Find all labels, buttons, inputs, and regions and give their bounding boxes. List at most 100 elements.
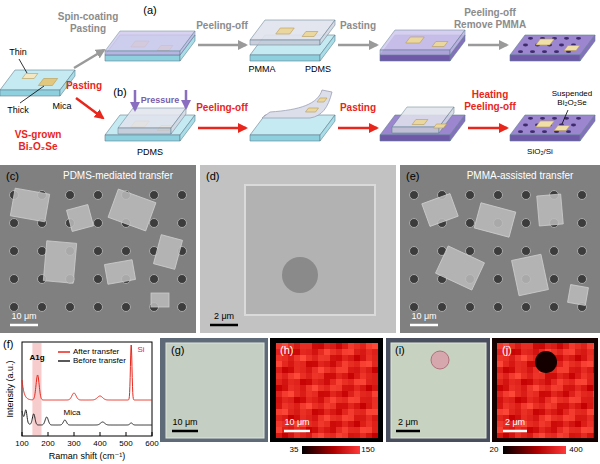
raman-map-pixel xyxy=(330,349,336,355)
raman-map-pixel xyxy=(312,391,318,397)
raman-map-pixel xyxy=(575,355,581,361)
raman-map-pixel xyxy=(515,343,521,349)
raman-map-pixel xyxy=(545,421,551,427)
raman-map-pixel xyxy=(545,343,551,349)
raman-map-pixel xyxy=(282,385,288,391)
raman-map-pixel xyxy=(515,349,521,355)
raman-map xyxy=(270,338,383,442)
raman-map-pixel xyxy=(372,367,378,373)
raman-map-pixel xyxy=(545,397,551,403)
raman-map-pixel xyxy=(569,433,575,438)
sio2-si-substrate xyxy=(380,55,450,61)
scale-label: 10 μm xyxy=(411,311,436,321)
raman-map-pixel xyxy=(366,433,372,438)
step-label: Spin-coating Pasting xyxy=(53,11,123,34)
substrate-hole xyxy=(410,191,419,200)
raman-map-pixel xyxy=(342,397,348,403)
raman-map-pixel xyxy=(342,391,348,397)
raman-map-pixel xyxy=(557,385,563,391)
leader-line xyxy=(562,110,568,124)
raman-map-pixel xyxy=(521,391,527,397)
tick-label: 500 xyxy=(119,439,132,448)
tick-label: 400 xyxy=(93,439,106,448)
raman-map-pixel xyxy=(539,391,545,397)
raman-map-pixel xyxy=(276,409,282,415)
tick-label: 600 xyxy=(145,439,158,448)
raman-map-pixel xyxy=(288,403,294,409)
raman-map-pixel xyxy=(360,361,366,367)
raman-map-pixel xyxy=(587,367,593,373)
bi2o2se-flake xyxy=(422,194,458,227)
raman-map-pixel xyxy=(288,361,294,367)
panel-letter: (h) xyxy=(280,344,293,357)
axis-tick xyxy=(126,432,127,436)
annotation: PMMA-assisted transfer xyxy=(467,170,574,182)
raman-map-pixel xyxy=(336,421,342,427)
scale-bar xyxy=(210,324,238,327)
raman-map-pixel xyxy=(587,415,593,421)
raman-map-pixel xyxy=(581,409,587,415)
raman-map-pixel xyxy=(503,361,509,367)
raman-map-pixel xyxy=(276,433,282,438)
pdms-stamp xyxy=(439,107,454,133)
axis-title: Intensity (a.u.) xyxy=(5,360,15,417)
raman-map-pixel xyxy=(276,379,282,385)
substrate-hole xyxy=(518,50,523,53)
raman-map-pixel xyxy=(330,361,336,367)
raman-map-pixel xyxy=(569,385,575,391)
raman-map-pixel xyxy=(336,391,342,397)
raman-map-pixel xyxy=(336,385,342,391)
substrate-hole xyxy=(571,124,576,127)
pmma-layer xyxy=(105,31,195,51)
raman-map-pixel xyxy=(593,349,594,355)
axis-tick xyxy=(100,432,101,436)
raman-map-pixel xyxy=(372,361,378,367)
raman-map-pixel xyxy=(503,385,509,391)
bi2o2se-flake xyxy=(391,343,486,438)
raman-map-pixel xyxy=(581,427,587,433)
sem-image xyxy=(200,165,396,333)
substrate-hole xyxy=(523,44,528,47)
substrate-hole xyxy=(466,247,475,256)
raman-map-pixel xyxy=(366,361,372,367)
scale-label: 10 μm xyxy=(11,311,36,321)
raman-map-pixel xyxy=(342,349,348,355)
raman-map-pixel xyxy=(372,349,378,355)
raman-map-pixel xyxy=(587,403,593,409)
raman-map-pixel xyxy=(318,367,324,373)
raman-map-pixel xyxy=(521,403,527,409)
raman-map-pixel xyxy=(306,343,312,349)
raman-map-pixel xyxy=(324,427,330,433)
raman-map-pixel xyxy=(354,355,360,361)
scale-bar xyxy=(503,430,527,433)
substrate-hole xyxy=(10,219,19,228)
raman-map-pixel xyxy=(497,421,503,427)
raman-map-pixel xyxy=(342,373,348,379)
raman-map-pixel xyxy=(306,367,312,373)
raman-map-pixel xyxy=(497,385,503,391)
bi2o2se-flake xyxy=(22,74,38,79)
raman-map-pixel xyxy=(366,373,372,379)
raman-map-pixel xyxy=(575,385,581,391)
substrate-hole xyxy=(466,219,475,228)
raman-map-pixel xyxy=(581,391,587,397)
raman-map-pixel xyxy=(497,373,503,379)
raman-map-pixel xyxy=(587,361,593,367)
raman-map-pixel xyxy=(348,361,354,367)
raman-map-pixel xyxy=(503,409,509,415)
raman-map-pixel xyxy=(348,379,354,385)
raman-map-pixel xyxy=(581,433,587,438)
raman-map-pixel xyxy=(366,385,372,391)
panel-letter: (g) xyxy=(171,344,184,357)
substrate-hole xyxy=(150,191,159,200)
raman-map-pixel xyxy=(521,433,527,438)
optical-image xyxy=(160,338,268,442)
mica-substrate xyxy=(105,55,180,61)
bi2o2se-flake xyxy=(568,285,589,306)
raman-map-pixel xyxy=(288,367,294,373)
raman-map-pixel xyxy=(569,343,575,349)
raman-map-pixel xyxy=(521,343,527,349)
raman-map-pixel xyxy=(324,355,330,361)
plot-frame xyxy=(22,342,152,436)
substrate-hole xyxy=(466,191,475,200)
